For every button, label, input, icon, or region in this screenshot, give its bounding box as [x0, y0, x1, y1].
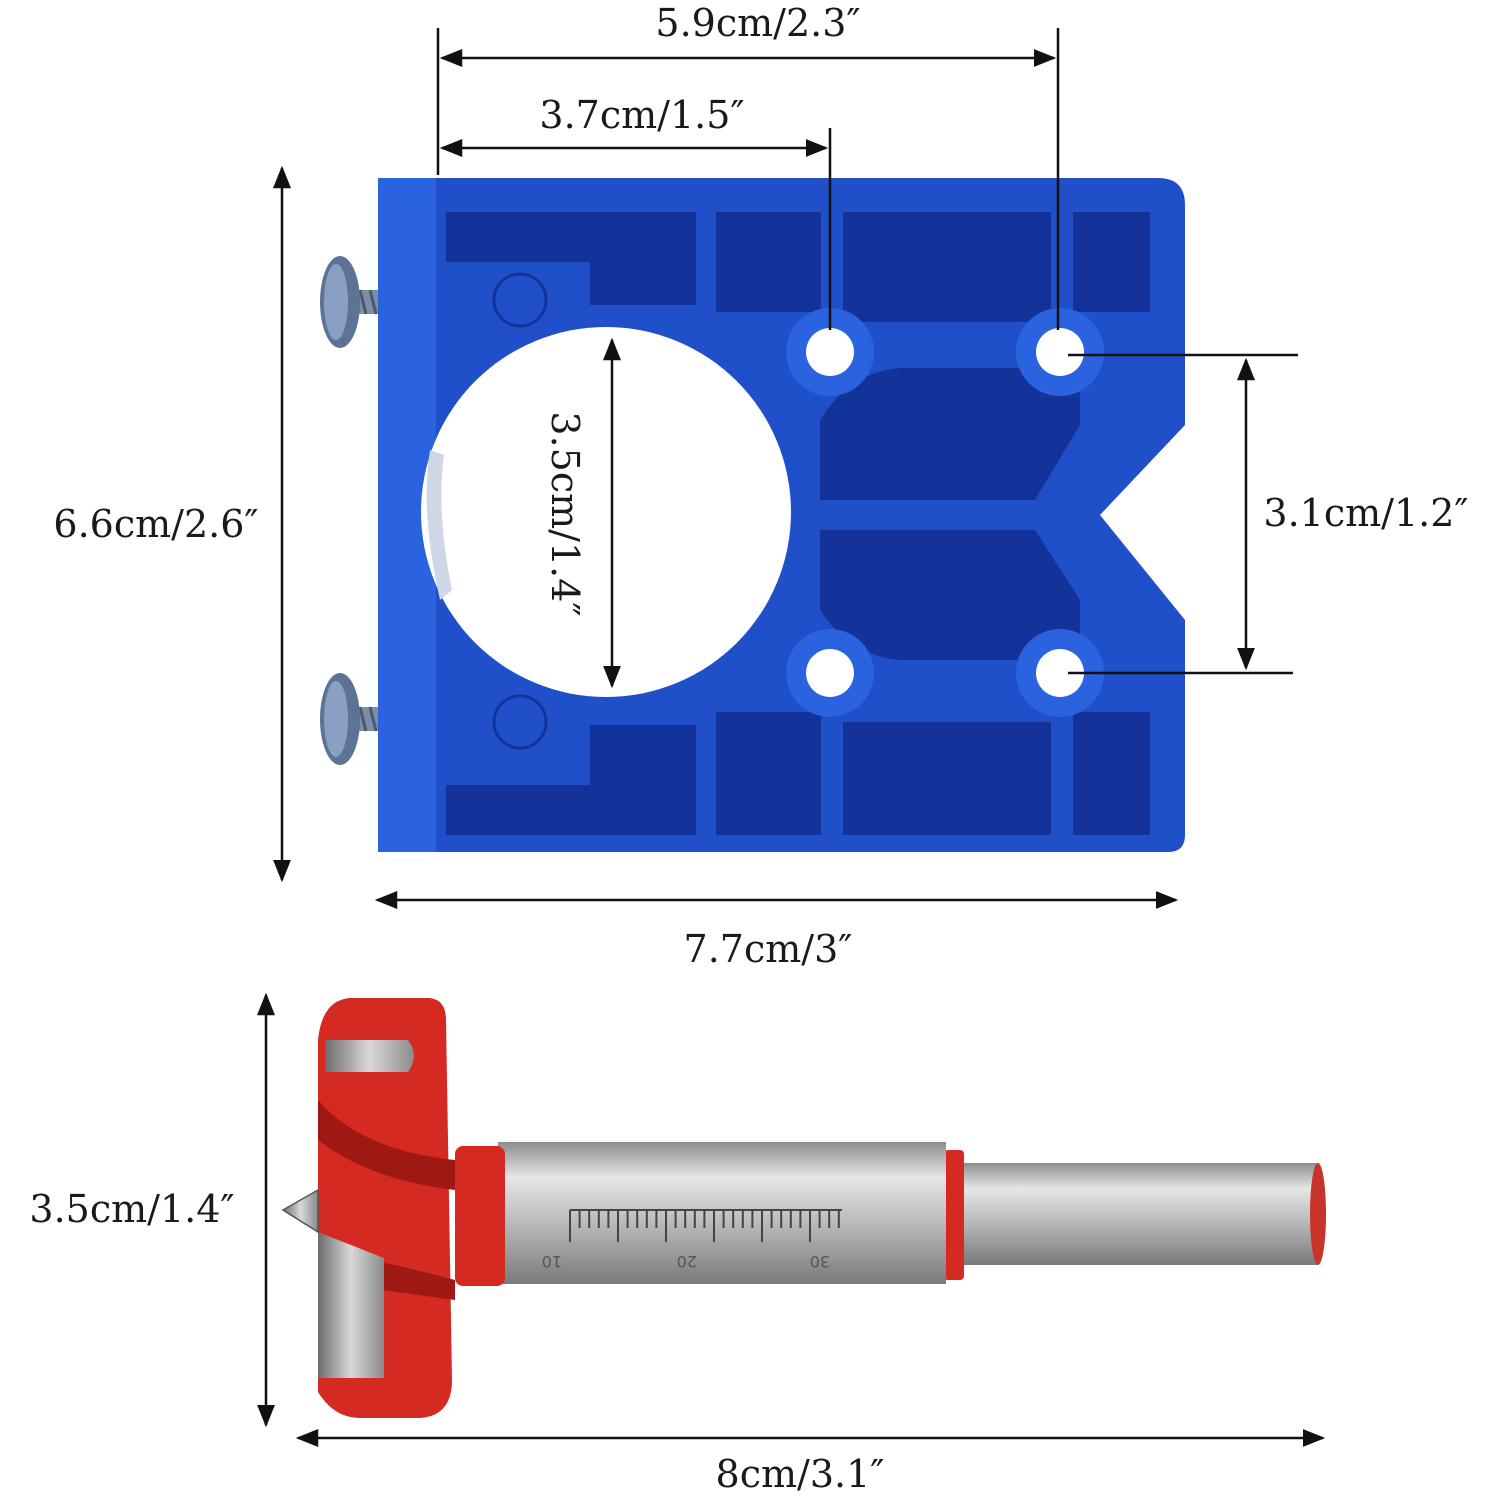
- screw-hole-spacing-label: 3.1cm/1.2″: [1263, 491, 1468, 535]
- hinge-jig: [320, 178, 1185, 852]
- scale-mark-20: 20: [677, 1252, 697, 1271]
- jig-height-label: 6.6cm/2.6″: [53, 502, 258, 546]
- screw-icon: [320, 673, 380, 765]
- jig-pockets: [446, 212, 1150, 835]
- forstner-bit: 10 20 30: [281, 998, 1326, 1418]
- hole-diameter-label: 3.5cm/1.4″: [543, 411, 587, 616]
- bit-length-label: 8cm/3.1″: [716, 1452, 885, 1496]
- inner-hole-spacing-label: 3.7cm/1.5″: [539, 93, 744, 137]
- outer-hole-spacing-label: 5.9cm/2.3″: [655, 1, 860, 45]
- bit-center-point: [281, 1188, 319, 1234]
- bit-dimension-lines: [257, 992, 1326, 1447]
- hinge-cup-hole: [421, 327, 791, 697]
- depth-scale-ticks: [569, 1210, 840, 1242]
- jig-dimension-lines: [273, 28, 1298, 909]
- bit-body: [498, 1142, 946, 1284]
- bit-shank: [960, 1163, 1318, 1265]
- jig-width-label: 7.7cm/3″: [684, 927, 853, 971]
- scale-mark-30: 30: [810, 1252, 830, 1271]
- scale-mark-10: 10: [542, 1252, 562, 1271]
- screw-holes: [786, 308, 1104, 717]
- bit-diameter-label: 3.5cm/1.4″: [29, 1187, 234, 1231]
- screw-icon: [320, 256, 380, 348]
- bit-blade: [318, 1232, 384, 1378]
